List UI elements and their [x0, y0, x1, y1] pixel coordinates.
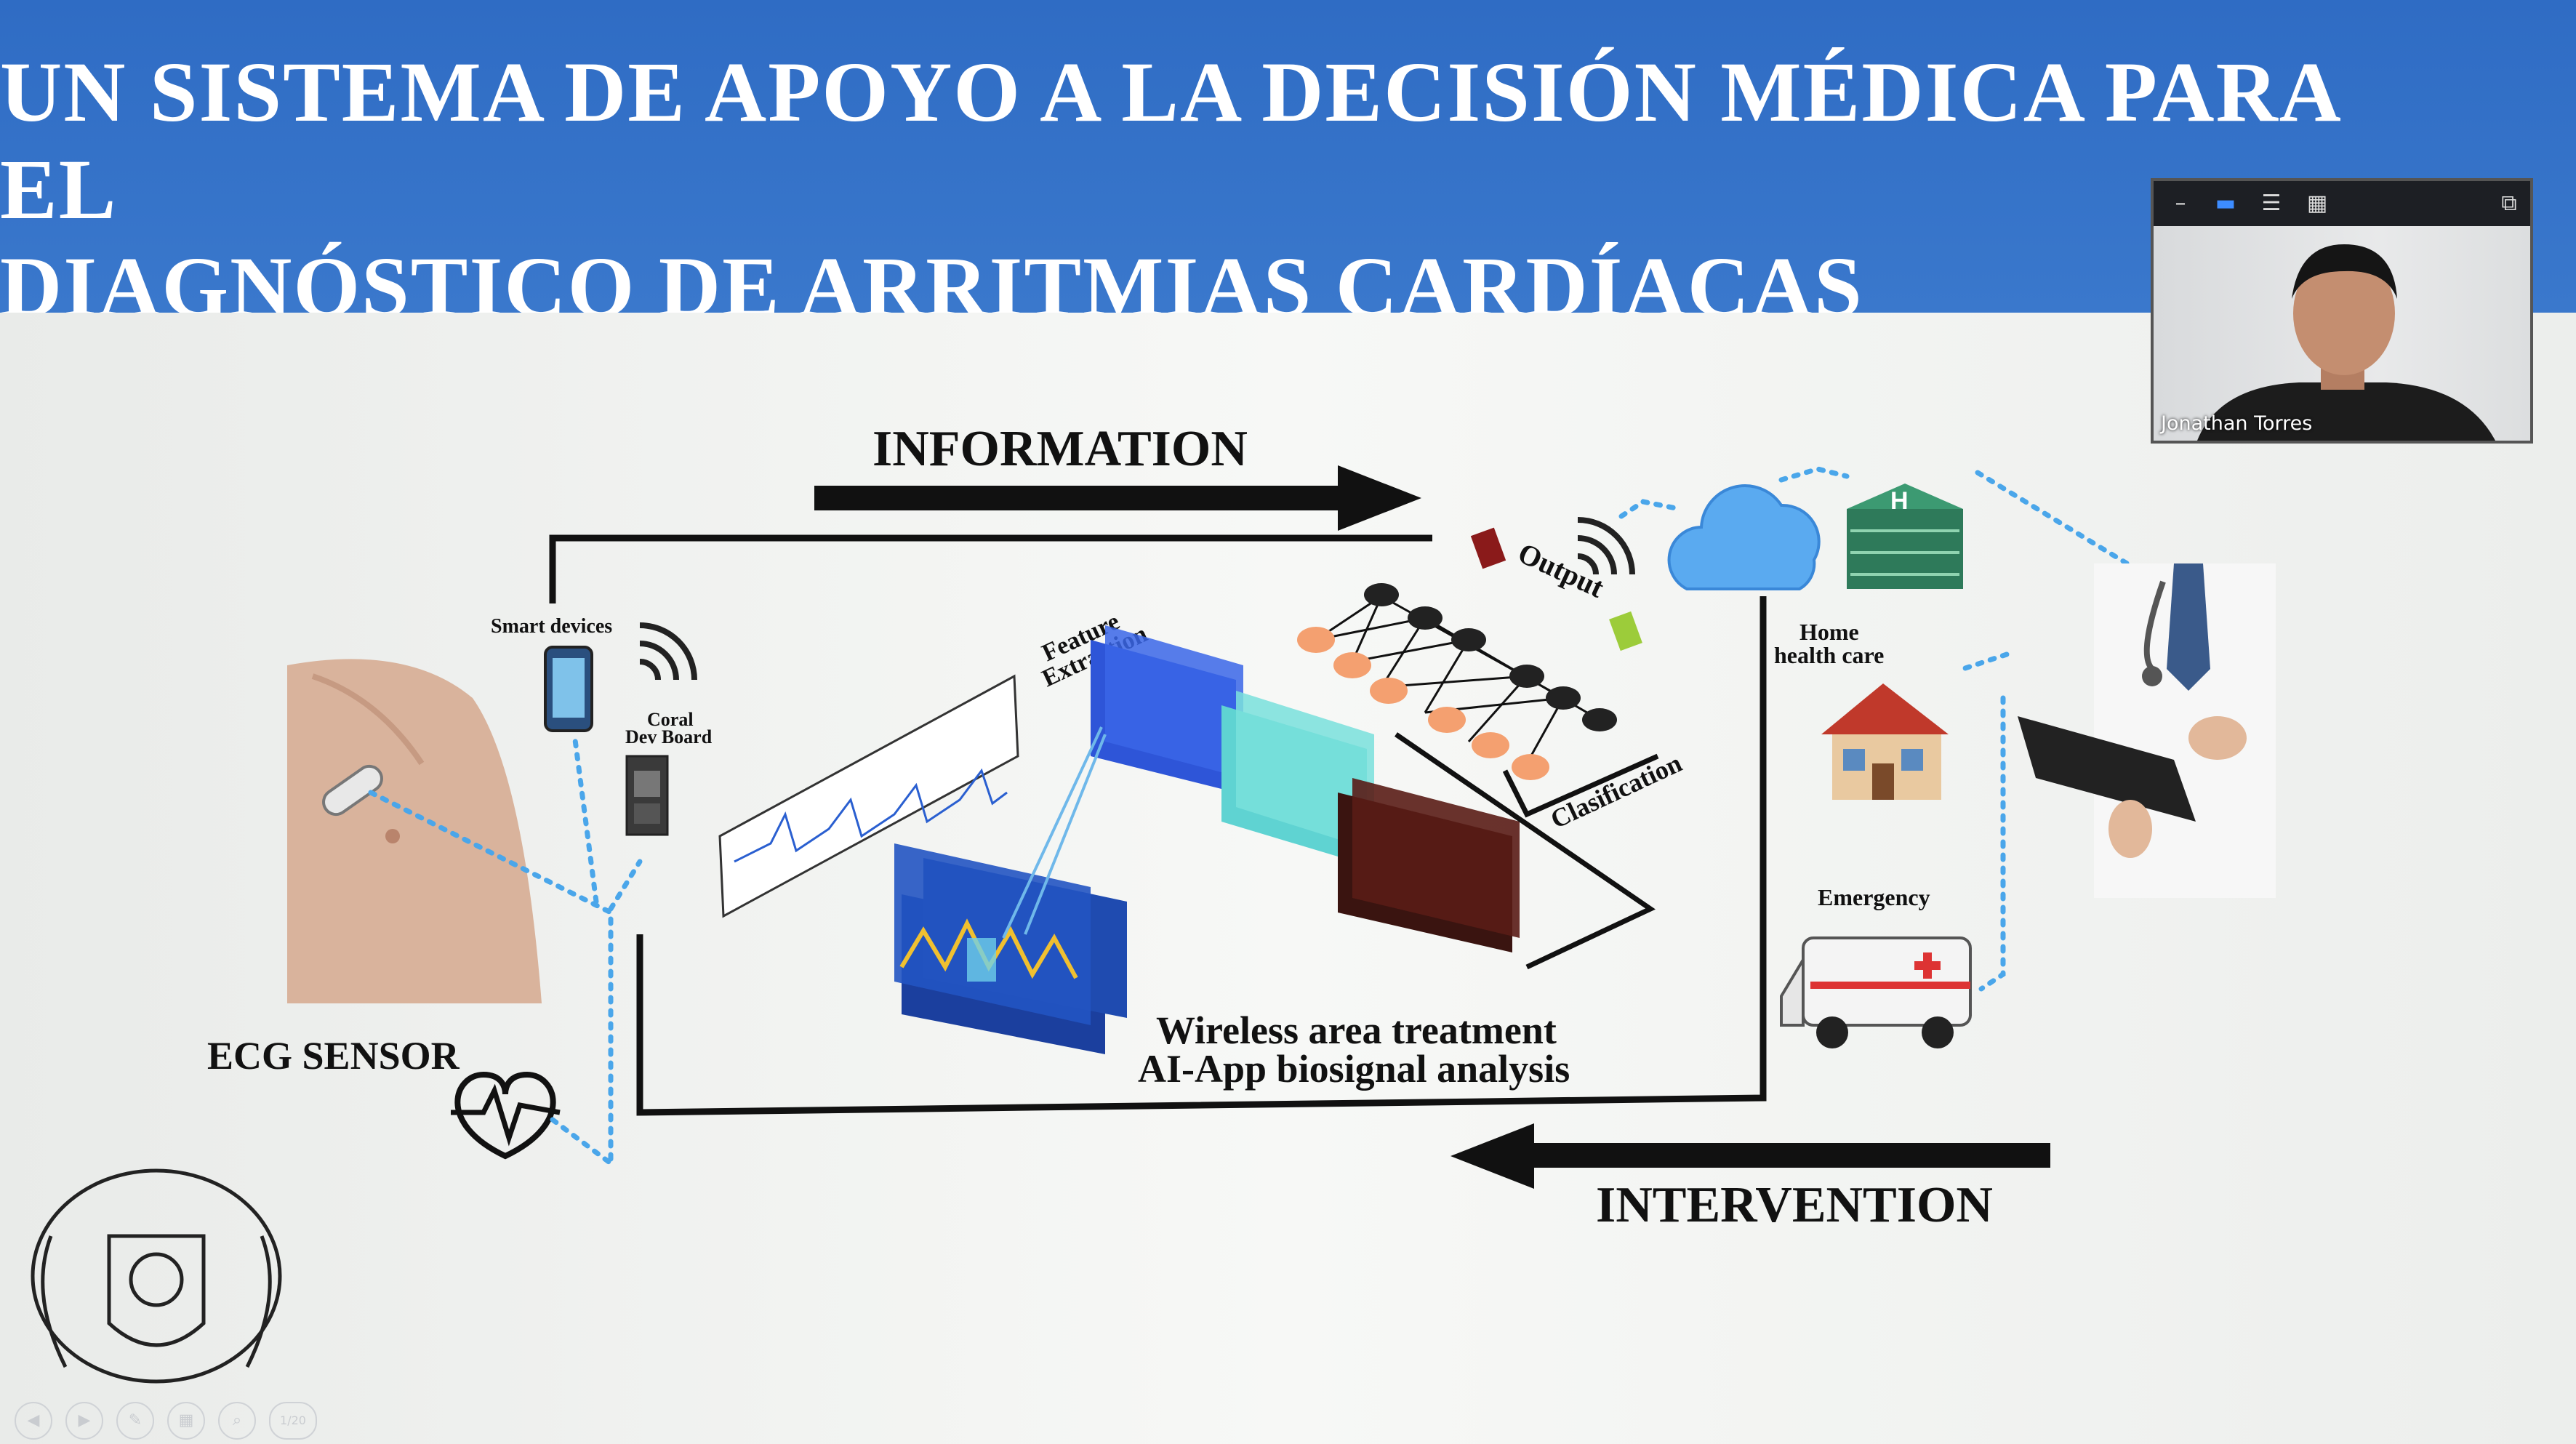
- clasification-label: Clasification: [1546, 748, 1686, 834]
- speaker-view-icon[interactable]: ▬: [2215, 190, 2236, 216]
- ambulance-icon: [1780, 936, 1972, 1048]
- prev-slide-icon[interactable]: ◀: [15, 1402, 52, 1440]
- wireless-label-line2: AI-App biosignal analysis: [1138, 1047, 1570, 1091]
- spectrogram-stack: [894, 843, 1127, 1054]
- zoom-icon[interactable]: ⌕: [218, 1402, 256, 1440]
- video-call-tile[interactable]: – ▬ ☰ ▦ ⧉ Jonathan Torres: [2151, 178, 2533, 444]
- home-label-line2: health care: [1774, 642, 1884, 668]
- information-label: INFORMATION: [872, 421, 1248, 477]
- neural-network: [1297, 527, 1659, 970]
- next-slide-icon[interactable]: ▶: [65, 1402, 103, 1440]
- slide-header: UN SISTEMA DE APOYO A LA DECISIÓN MÉDICA…: [0, 0, 2576, 334]
- wifi-signal-icon: [639, 622, 697, 681]
- house-icon: [1821, 683, 1949, 800]
- flow-frame: [549, 534, 1767, 1116]
- svg-text:H: H: [1890, 487, 1909, 515]
- smartphone-icon: [544, 646, 593, 732]
- doctor-illustration: [2018, 563, 2276, 898]
- pen-tool-icon[interactable]: ✎: [116, 1402, 154, 1440]
- participant-video-feed: Jonathan Torres: [2154, 226, 2530, 441]
- pop-out-icon[interactable]: ⧉: [2501, 190, 2517, 216]
- feature-maps: [1002, 625, 1520, 952]
- patient-torso-illustration: [287, 659, 542, 1003]
- ecg-sensor-patch: [322, 764, 383, 817]
- list-view-icon[interactable]: ☰: [2261, 190, 2282, 216]
- slides-grid-icon[interactable]: ▦: [167, 1402, 205, 1440]
- minimize-icon[interactable]: –: [2175, 190, 2186, 216]
- hospital-icon: H: [1847, 484, 1963, 589]
- coral-label-line1: Coral: [647, 709, 694, 730]
- home-label-line1: Home: [1799, 619, 1859, 645]
- participant-name: Jonathan Torres: [2161, 412, 2313, 435]
- video-toolbar: – ▬ ☰ ▦ ⧉: [2154, 181, 2530, 226]
- board-icon: [625, 755, 669, 836]
- smart-devices-label: Smart devices: [491, 615, 612, 638]
- ecg-waveform-plot: [718, 674, 1019, 918]
- information-arrow: [814, 465, 1421, 531]
- output-wifi-icon: [1577, 517, 1635, 575]
- slide-controls: ◀ ▶ ✎ ▦ ⌕ 1/20: [15, 1402, 317, 1440]
- slide-counter: 1/20: [269, 1402, 317, 1440]
- heart-pulse-icon: [451, 1071, 561, 1160]
- dotted-links: [368, 466, 2148, 1166]
- intervention-arrow: [1450, 1123, 2050, 1189]
- emergency-label: Emergency: [1818, 884, 1930, 910]
- crest-icon: [31, 1168, 282, 1384]
- participant-avatar: [2197, 244, 2495, 441]
- grid-view-icon[interactable]: ▦: [2306, 190, 2328, 216]
- intervention-label: INTERVENTION: [1596, 1177, 1993, 1233]
- slide-title-line1: UN SISTEMA DE APOYO A LA DECISIÓN MÉDICA…: [0, 44, 2338, 237]
- coral-label-line2: Dev Board: [625, 726, 713, 747]
- cloud-icon: [1667, 484, 1821, 590]
- ecg-sensor-label: ECG SENSOR: [207, 1034, 460, 1078]
- wireless-label-line1: Wireless area treatment: [1156, 1008, 1557, 1052]
